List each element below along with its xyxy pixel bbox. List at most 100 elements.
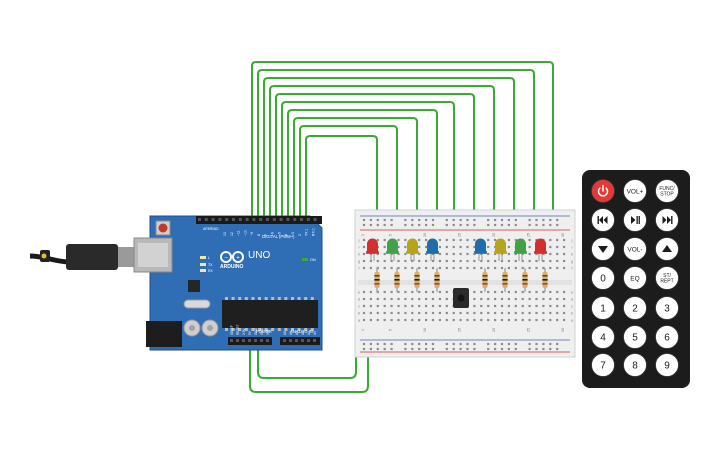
breadboard-hole[interactable] [542,218,545,222]
breadboard-hole[interactable] [542,223,545,227]
breadboard-hole[interactable] [397,318,400,322]
breadboard-hole[interactable] [514,259,517,263]
power-button[interactable] [591,179,615,203]
breadboard-hole[interactable] [494,259,497,263]
breadboard-hole[interactable] [521,311,524,315]
breadboard-hole[interactable] [376,218,379,222]
breadboard-hole[interactable] [404,245,407,249]
breadboard-hole[interactable] [397,266,400,270]
jumper-wire[interactable] [251,61,554,268]
jumper-wire[interactable] [263,77,515,268]
breadboard-hole[interactable] [369,304,372,308]
breadboard-hole[interactable] [431,259,435,263]
breadboard-hole[interactable] [528,304,531,308]
breadboard-hole[interactable] [473,342,476,346]
breadboard-hole[interactable] [383,311,386,315]
breadboard-hole[interactable] [445,311,448,315]
breadboard-hole[interactable] [431,290,435,294]
breadboard-hole[interactable] [494,304,497,308]
breadboard-hole[interactable] [404,223,407,227]
breadboard-hole[interactable] [542,266,545,270]
breadboard-hole[interactable] [411,266,414,270]
breadboard-hole[interactable] [383,238,386,242]
breadboard-hole[interactable] [362,252,366,256]
breadboard-hole[interactable] [425,223,428,227]
breadboard-hole[interactable] [376,266,379,270]
breadboard-hole[interactable] [425,238,428,242]
breadboard-hole[interactable] [425,259,428,263]
header-pin[interactable] [218,218,222,221]
breadboard-hole[interactable] [563,290,566,294]
breadboard-hole[interactable] [383,266,386,270]
breadboard-hole[interactable] [500,266,504,270]
remote-button-st-rept[interactable]: ST/REPT [655,266,679,290]
breadboard-hole[interactable] [411,297,414,301]
breadboard-hole[interactable] [411,218,414,222]
breadboard-hole[interactable] [487,342,490,346]
breadboard-hole[interactable] [528,223,531,227]
breadboard-hole[interactable] [390,223,393,227]
breadboard-hole[interactable] [418,318,421,322]
breadboard-hole[interactable] [535,297,538,301]
breadboard-hole[interactable] [431,347,435,351]
breadboard-hole[interactable] [362,318,366,322]
breadboard-hole[interactable] [494,290,497,294]
breadboard-hole[interactable] [452,252,455,256]
jumper-wire[interactable] [281,101,455,268]
led-green[interactable] [387,238,398,254]
breadboard-hole[interactable] [431,218,435,222]
breadboard-hole[interactable] [376,311,379,315]
jumper-wire[interactable] [249,340,369,393]
remote-button-4[interactable]: 4 [591,325,615,349]
breadboard-hole[interactable] [397,311,400,315]
breadboard-hole[interactable] [528,266,531,270]
breadboard-hole[interactable] [507,347,510,351]
breadboard-hole[interactable] [535,238,538,242]
breadboard-hole[interactable] [487,297,490,301]
power-pin[interactable] [260,339,263,342]
breadboard-hole[interactable] [376,290,379,294]
breadboard-hole[interactable] [521,259,524,263]
breadboard-hole[interactable] [452,266,455,270]
breadboard-hole[interactable] [397,238,400,242]
breadboard-hole[interactable] [549,238,552,242]
breadboard-hole[interactable] [383,223,386,227]
breadboard-hole[interactable] [459,223,462,227]
breadboard-hole[interactable] [362,342,366,346]
breadboard-hole[interactable] [480,290,483,294]
breadboard-hole[interactable] [404,318,407,322]
breadboard-hole[interactable] [507,318,510,322]
jumper-wire[interactable] [257,340,362,379]
breadboard-hole[interactable] [438,266,441,270]
breadboard-hole[interactable] [445,290,448,294]
breadboard-hole[interactable] [507,252,510,256]
down-arrow-button[interactable] [591,237,615,261]
breadboard-hole[interactable] [404,297,407,301]
breadboard-hole[interactable] [397,290,400,294]
remote-button-func-stop[interactable]: FUNC/STOP [655,179,679,203]
breadboard-hole[interactable] [500,318,504,322]
breadboard-hole[interactable] [390,311,393,315]
breadboard-hole[interactable] [549,218,552,222]
breadboard-hole[interactable] [404,342,407,346]
breadboard-hole[interactable] [556,238,559,242]
power-pin[interactable] [242,339,245,342]
breadboard-hole[interactable] [411,318,414,322]
breadboard-hole[interactable] [556,266,559,270]
breadboard-hole[interactable] [362,311,366,315]
breadboard-hole[interactable] [528,318,531,322]
breadboard-hole[interactable] [445,245,448,249]
breadboard-hole[interactable] [507,245,510,249]
breadboard-hole[interactable] [376,318,379,322]
breadboard-hole[interactable] [404,290,407,294]
breadboard-hole[interactable] [418,290,421,294]
breadboard-hole[interactable] [425,318,428,322]
header-pin[interactable] [259,218,263,221]
breadboard-hole[interactable] [404,259,407,263]
jumper-wire[interactable] [287,109,438,268]
breadboard-hole[interactable] [542,318,545,322]
breadboard-hole[interactable] [452,218,455,222]
breadboard-hole[interactable] [411,223,414,227]
breadboard-hole[interactable] [404,218,407,222]
breadboard-hole[interactable] [507,297,510,301]
